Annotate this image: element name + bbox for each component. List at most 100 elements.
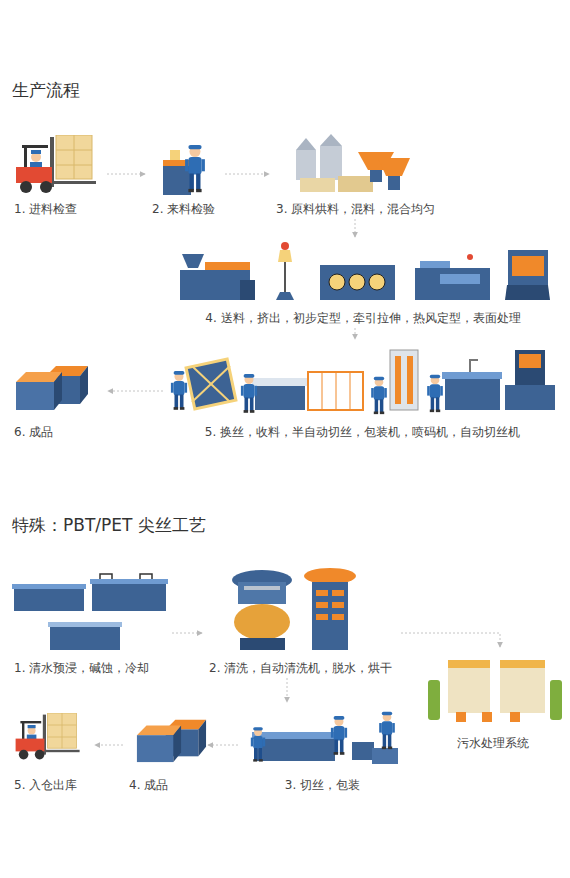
- cutting-packing-line: [390, 350, 418, 410]
- dryer-mixer: [300, 178, 335, 192]
- cutting-packing-line: [192, 366, 230, 402]
- cutting-packing-line: [255, 386, 305, 410]
- extrusion-line: [182, 254, 204, 268]
- worker: [371, 377, 387, 414]
- process-step: 污水处理系统: [420, 650, 565, 751]
- dryer-mixer: [320, 134, 342, 146]
- dryer-mixer: [378, 158, 410, 176]
- extrusion-line: [440, 274, 480, 284]
- wastewater-system: [428, 660, 562, 722]
- process-step: 6. 成品: [10, 358, 105, 440]
- soak-tanks: [14, 589, 84, 611]
- washing-machines: [240, 638, 285, 650]
- washing-machines: [332, 602, 344, 608]
- flow-arrow: [355, 328, 356, 339]
- cutting-packing-line: [519, 354, 541, 368]
- extrusion-line: [320, 265, 395, 300]
- process-step: 3. 切丝，包装: [240, 705, 405, 793]
- cutting-packing-line: [442, 372, 502, 379]
- process-step: 4. 送料，挤出，初步定型，牵引拉伸，热风定型，表面处理: [170, 240, 556, 326]
- flow-arrow: [355, 219, 356, 237]
- cutting-packing-line: [515, 350, 545, 385]
- soak-tanks: [12, 584, 86, 589]
- extrusion-line: [369, 274, 385, 290]
- cutting-packing-line: [336, 372, 337, 410]
- dryer-mixer: [296, 150, 316, 180]
- process-step: 5. 换丝，收料，半自动切丝，包装机，喷码机，自动切丝机: [165, 342, 560, 440]
- cutting-table: [252, 732, 398, 764]
- washing-machines: [316, 602, 328, 608]
- flow-arrow: [107, 174, 145, 175]
- process-step: 1. 进料检查: [10, 135, 105, 217]
- flow-arrow: [172, 633, 202, 634]
- cutting-packing-line: [186, 350, 555, 410]
- cutting-packing-line: [350, 372, 351, 410]
- cutting-table: [372, 748, 398, 764]
- step-caption: 1. 清水预浸，碱蚀，冷却: [14, 660, 149, 676]
- process-step: 3. 原料烘料，混料，混合均匀: [272, 130, 442, 217]
- wastewater-system: [500, 668, 545, 713]
- step-caption: 6. 成品: [14, 424, 53, 440]
- cutting-packing-line: [252, 378, 308, 386]
- extrusion-line: [505, 285, 550, 300]
- inspection-machine: [163, 150, 191, 195]
- washing-machines: [244, 586, 280, 590]
- flow-arrow: [95, 745, 123, 746]
- washing-machines: [316, 590, 328, 596]
- dryer-mixer: [338, 176, 373, 192]
- worker: [379, 712, 395, 749]
- cutting-packing-line: [445, 379, 500, 410]
- wastewater-system: [550, 680, 562, 720]
- washing-machines: [234, 604, 290, 640]
- dryer-mixer: [296, 138, 316, 150]
- step-caption: 3. 原料烘料，混料，混合均匀: [276, 201, 435, 217]
- extrusion-line: [329, 274, 345, 290]
- wastewater-system: [428, 680, 440, 720]
- product-boxes: [16, 366, 88, 410]
- soak-tanks: [12, 574, 168, 650]
- washing-machines: [232, 568, 356, 650]
- extrusion-line: [278, 250, 292, 262]
- extrusion-line: [467, 254, 473, 260]
- step-caption: 1. 进料检查: [14, 201, 77, 217]
- cutting-packing-line: [407, 356, 413, 404]
- flow-arrow: [208, 745, 238, 746]
- extrusion-line: [180, 270, 250, 300]
- cutting-packing-line: [308, 372, 363, 410]
- soak-tanks: [48, 622, 122, 627]
- worker: [427, 375, 443, 412]
- soak-tanks: [92, 584, 166, 611]
- cutting-packing-line: [322, 372, 323, 410]
- cutting-packing-line: [192, 366, 230, 402]
- extrusion-line: [349, 274, 365, 290]
- washing-machines: [316, 614, 328, 620]
- section-heading: 特殊：PBT/PET 尖丝工艺: [12, 515, 206, 535]
- process-step: 2. 来料检验: [148, 135, 223, 217]
- extrusion-line: [284, 262, 286, 292]
- soak-tanks: [90, 579, 168, 584]
- step-caption: 5. 换丝，收料，半自动切丝，包装机，喷码机，自动切丝机: [205, 424, 520, 440]
- step-caption: 2. 清洗，自动清洗机，脱水，烘干: [209, 660, 392, 676]
- cutting-packing-line: [470, 360, 478, 372]
- step-caption: 4. 送料，挤出，初步定型，牵引拉伸，热风定型，表面处理: [205, 310, 520, 326]
- washing-machines: [312, 582, 348, 650]
- step-caption: 2. 来料检验: [152, 201, 215, 217]
- extrusion-line: [415, 268, 490, 300]
- washing-machines: [332, 590, 344, 596]
- cutting-table: [255, 739, 335, 761]
- flow-arrow: [401, 633, 500, 647]
- product-boxes: [137, 720, 206, 762]
- cutting-table: [352, 742, 374, 760]
- flow-arrow: [287, 678, 288, 702]
- dryer-mixer: [388, 176, 400, 190]
- flow-arrow: [225, 174, 269, 175]
- dryer-mixer: [296, 134, 410, 192]
- step-caption: 3. 切丝，包装: [285, 777, 360, 793]
- cutting-packing-line: [186, 359, 236, 409]
- cutting-packing-line: [505, 385, 555, 410]
- dryer-mixer: [320, 146, 342, 180]
- step-caption: 4. 成品: [129, 777, 168, 793]
- worker: [251, 727, 265, 761]
- wastewater-system: [448, 660, 490, 668]
